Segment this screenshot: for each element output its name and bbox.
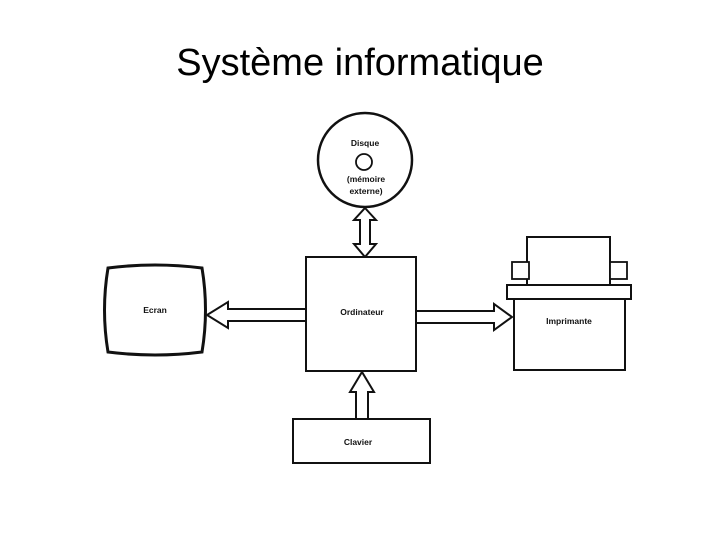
disk-label: Disque xyxy=(351,138,380,148)
printer-body xyxy=(513,298,626,371)
printer-node: Imprimante xyxy=(506,236,632,371)
printer-label: Imprimante xyxy=(546,316,592,326)
disk-node: Disque (mémoire externe) xyxy=(316,111,414,209)
computer-printer-arrow xyxy=(415,302,514,332)
printer-right-knob xyxy=(609,261,628,280)
computer-label: Ordinateur xyxy=(340,307,384,317)
disk-sublabel-line2: externe) xyxy=(349,186,382,196)
computer-screen-arrow xyxy=(205,300,307,330)
slide-title: Système informatique xyxy=(176,42,544,84)
disk-computer-arrow xyxy=(351,206,379,259)
keyboard-box xyxy=(292,418,431,464)
printer-platen xyxy=(506,284,632,300)
screen-node: Ecran xyxy=(103,263,207,357)
keyboard-computer-arrow xyxy=(348,370,376,420)
keyboard-label: Clavier xyxy=(344,437,373,447)
screen-label: Ecran xyxy=(143,305,167,315)
printer-left-knob xyxy=(511,261,530,280)
computer-box xyxy=(305,256,417,372)
screen-shape xyxy=(103,263,207,357)
computer-node: Ordinateur xyxy=(305,256,417,372)
disk-platter-icon xyxy=(355,153,373,171)
keyboard-node: Clavier xyxy=(292,418,431,464)
disk-sublabel-line1: (mémoire xyxy=(347,174,386,184)
